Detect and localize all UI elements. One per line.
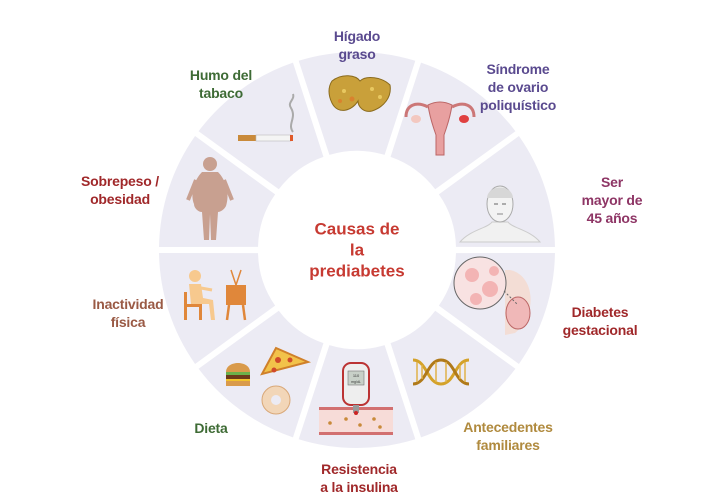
cause-label-line: gestacional bbox=[562, 322, 638, 338]
person-watching-tv-icon bbox=[184, 269, 247, 321]
segment-uterus-ovaries bbox=[390, 62, 516, 190]
cause-label-line: obesidad bbox=[90, 191, 150, 207]
cause-label-line: Ser bbox=[601, 174, 623, 190]
cause-label: Humo del tabaco bbox=[190, 66, 252, 102]
cause-label: Síndrome de ovario poliquístico bbox=[480, 60, 556, 114]
cause-label-line: Sobrepeso / bbox=[81, 173, 159, 189]
title-line-1: Causas de bbox=[314, 219, 400, 239]
cause-label-line: Hígado bbox=[333, 28, 381, 44]
segment-person-watching-tv bbox=[159, 252, 276, 364]
cause-label-line: Diabetes bbox=[571, 304, 629, 320]
cause-label: Ser mayor de 45 años bbox=[582, 173, 643, 227]
diagram-title: Causas de la prediabetes bbox=[309, 219, 404, 282]
title-line-2: la bbox=[349, 240, 365, 260]
cause-label: Inactividad física bbox=[93, 295, 164, 331]
cigarette-icon bbox=[238, 93, 295, 142]
cause-label: Resistencia a la insulina bbox=[320, 460, 398, 496]
segment-liver bbox=[298, 51, 416, 155]
glucose-meter-icon: 110 mg/dL bbox=[319, 362, 393, 435]
cause-label-line: 45 años bbox=[586, 210, 638, 226]
cause-label-line: Antecedentes bbox=[463, 419, 553, 435]
cause-label-line: a la insulina bbox=[320, 479, 398, 495]
cause-label-line: de ovario bbox=[487, 79, 549, 95]
cause-label: Hígado graso bbox=[334, 27, 380, 63]
cause-label: Dieta bbox=[194, 419, 227, 437]
cause-label-line: Humo del bbox=[189, 67, 253, 83]
pregnancy-cells-icon bbox=[453, 256, 531, 335]
obese-person-icon bbox=[186, 157, 234, 240]
cause-label-line: graso bbox=[338, 46, 376, 62]
cause-label-line: mayor de bbox=[581, 192, 643, 208]
cause-label: Sobrepeso / obesidad bbox=[81, 172, 159, 208]
uterus-ovaries-icon bbox=[404, 101, 476, 156]
title-line-3: prediabetes bbox=[309, 261, 405, 281]
dna-icon bbox=[412, 358, 470, 386]
burger-icon bbox=[226, 363, 250, 386]
pizza-icon bbox=[260, 346, 312, 376]
cause-label: Antecedentes familiares bbox=[463, 418, 553, 454]
cause-label-line: Síndrome bbox=[486, 61, 550, 77]
cause-label-line: tabaco bbox=[199, 85, 243, 101]
liver-icon bbox=[328, 75, 391, 112]
cause-label-line: familiares bbox=[476, 437, 540, 453]
cause-label-line: física bbox=[110, 314, 146, 330]
meter-unit: mg/dL bbox=[351, 380, 361, 384]
meter-reading: 110 bbox=[353, 373, 360, 378]
cause-label-line: Inactividad bbox=[92, 296, 164, 312]
cause-label: Diabetes gestacional bbox=[563, 303, 638, 339]
center-circle bbox=[262, 155, 452, 345]
cause-label-line: Dieta bbox=[194, 420, 228, 436]
cause-label-line: Resistencia bbox=[321, 461, 397, 477]
cause-label-line: poliquístico bbox=[479, 97, 557, 113]
junk-food-icon bbox=[226, 346, 312, 415]
older-man-face-icon bbox=[458, 185, 542, 243]
